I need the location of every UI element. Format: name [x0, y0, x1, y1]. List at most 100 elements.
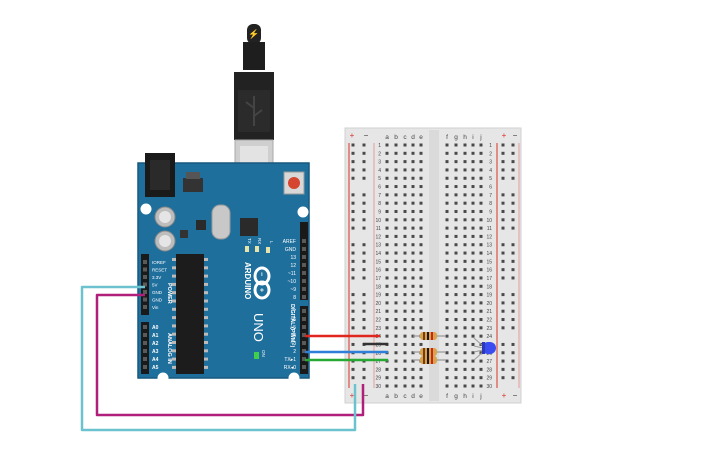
breadboard-hole[interactable]: [411, 259, 415, 263]
breadboard-hole[interactable]: [419, 376, 423, 380]
digital-header-top[interactable]: [300, 222, 308, 300]
header-pin[interactable]: [302, 239, 306, 243]
rail-hole[interactable]: [362, 301, 366, 305]
rail-hole[interactable]: [511, 243, 515, 247]
breadboard-hole[interactable]: [445, 276, 449, 280]
breadboard-hole[interactable]: [479, 168, 483, 172]
breadboard-hole[interactable]: [411, 160, 415, 164]
breadboard-hole[interactable]: [479, 309, 483, 313]
breadboard-hole[interactable]: [419, 284, 423, 288]
breadboard-hole[interactable]: [385, 384, 389, 388]
breadboard-hole[interactable]: [403, 284, 407, 288]
breadboard-hole[interactable]: [463, 376, 467, 380]
rail-hole[interactable]: [351, 226, 355, 230]
breadboard-hole[interactable]: [419, 185, 423, 189]
breadboard-hole[interactable]: [463, 209, 467, 213]
breadboard-hole[interactable]: [454, 301, 458, 305]
breadboard-hole[interactable]: [471, 218, 475, 222]
rail-hole[interactable]: [501, 151, 505, 155]
breadboard-hole[interactable]: [454, 143, 458, 147]
breadboard-hole[interactable]: [479, 226, 483, 230]
breadboard-hole[interactable]: [471, 268, 475, 272]
rail-hole[interactable]: [351, 276, 355, 280]
breadboard-hole[interactable]: [419, 276, 423, 280]
rail-hole[interactable]: [511, 193, 515, 197]
breadboard-hole[interactable]: [479, 359, 483, 363]
rail-hole[interactable]: [501, 209, 505, 213]
breadboard-hole[interactable]: [419, 176, 423, 180]
rail-hole[interactable]: [501, 318, 505, 322]
breadboard-hole[interactable]: [411, 326, 415, 330]
breadboard-hole[interactable]: [479, 209, 483, 213]
breadboard-hole[interactable]: [403, 342, 407, 346]
breadboard-hole[interactable]: [445, 293, 449, 297]
breadboard-hole[interactable]: [463, 301, 467, 305]
breadboard-hole[interactable]: [463, 259, 467, 263]
breadboard-hole[interactable]: [419, 367, 423, 371]
breadboard-hole[interactable]: [471, 334, 475, 338]
breadboard-hole[interactable]: [419, 301, 423, 305]
breadboard-hole[interactable]: [471, 151, 475, 155]
breadboard-hole[interactable]: [403, 160, 407, 164]
breadboard-hole[interactable]: [471, 160, 475, 164]
breadboard-hole[interactable]: [385, 376, 389, 380]
breadboard-hole[interactable]: [403, 143, 407, 147]
breadboard-hole[interactable]: [403, 309, 407, 313]
rail-hole[interactable]: [501, 342, 505, 346]
breadboard-hole[interactable]: [471, 243, 475, 247]
rail-hole[interactable]: [362, 268, 366, 272]
breadboard-hole[interactable]: [403, 259, 407, 263]
breadboard-hole[interactable]: [471, 143, 475, 147]
breadboard-hole[interactable]: [479, 334, 483, 338]
breadboard-hole[interactable]: [479, 151, 483, 155]
rail-hole[interactable]: [362, 226, 366, 230]
rail-hole[interactable]: [351, 168, 355, 172]
breadboard-hole[interactable]: [411, 359, 415, 363]
rail-hole[interactable]: [351, 259, 355, 263]
breadboard-hole[interactable]: [445, 268, 449, 272]
rail-hole[interactable]: [362, 309, 366, 313]
rail-hole[interactable]: [501, 143, 505, 147]
breadboard-hole[interactable]: [454, 309, 458, 313]
rail-hole[interactable]: [511, 351, 515, 355]
rail-hole[interactable]: [501, 259, 505, 263]
breadboard-hole[interactable]: [385, 151, 389, 155]
breadboard-hole[interactable]: [419, 218, 423, 222]
breadboard-hole[interactable]: [403, 293, 407, 297]
breadboard-hole[interactable]: [454, 209, 458, 213]
rail-hole[interactable]: [351, 309, 355, 313]
breadboard-hole[interactable]: [463, 367, 467, 371]
breadboard-hole[interactable]: [463, 151, 467, 155]
rail-hole[interactable]: [501, 218, 505, 222]
breadboard-hole[interactable]: [385, 367, 389, 371]
breadboard-hole[interactable]: [479, 251, 483, 255]
breadboard-hole[interactable]: [471, 168, 475, 172]
breadboard-hole[interactable]: [394, 243, 398, 247]
rail-hole[interactable]: [351, 342, 355, 346]
breadboard-hole[interactable]: [411, 342, 415, 346]
rail-hole[interactable]: [362, 293, 366, 297]
breadboard-hole[interactable]: [419, 168, 423, 172]
breadboard-hole[interactable]: [411, 251, 415, 255]
breadboard-hole[interactable]: [445, 359, 449, 363]
breadboard-hole[interactable]: [403, 334, 407, 338]
breadboard-hole[interactable]: [479, 284, 483, 288]
rail-hole[interactable]: [501, 359, 505, 363]
breadboard-hole[interactable]: [394, 185, 398, 189]
rail-hole[interactable]: [351, 193, 355, 197]
breadboard-hole[interactable]: [463, 226, 467, 230]
breadboard-hole[interactable]: [411, 218, 415, 222]
header-pin[interactable]: [302, 341, 306, 345]
resistor[interactable]: [413, 332, 446, 340]
breadboard-hole[interactable]: [403, 201, 407, 205]
rail-hole[interactable]: [362, 176, 366, 180]
breadboard-hole[interactable]: [454, 185, 458, 189]
rail-hole[interactable]: [511, 151, 515, 155]
rail-hole[interactable]: [351, 326, 355, 330]
breadboard-hole[interactable]: [394, 284, 398, 288]
breadboard-hole[interactable]: [445, 243, 449, 247]
breadboard-hole[interactable]: [445, 234, 449, 238]
breadboard-hole[interactable]: [419, 251, 423, 255]
digital-header-bottom[interactable]: [300, 306, 308, 374]
breadboard-hole[interactable]: [419, 259, 423, 263]
